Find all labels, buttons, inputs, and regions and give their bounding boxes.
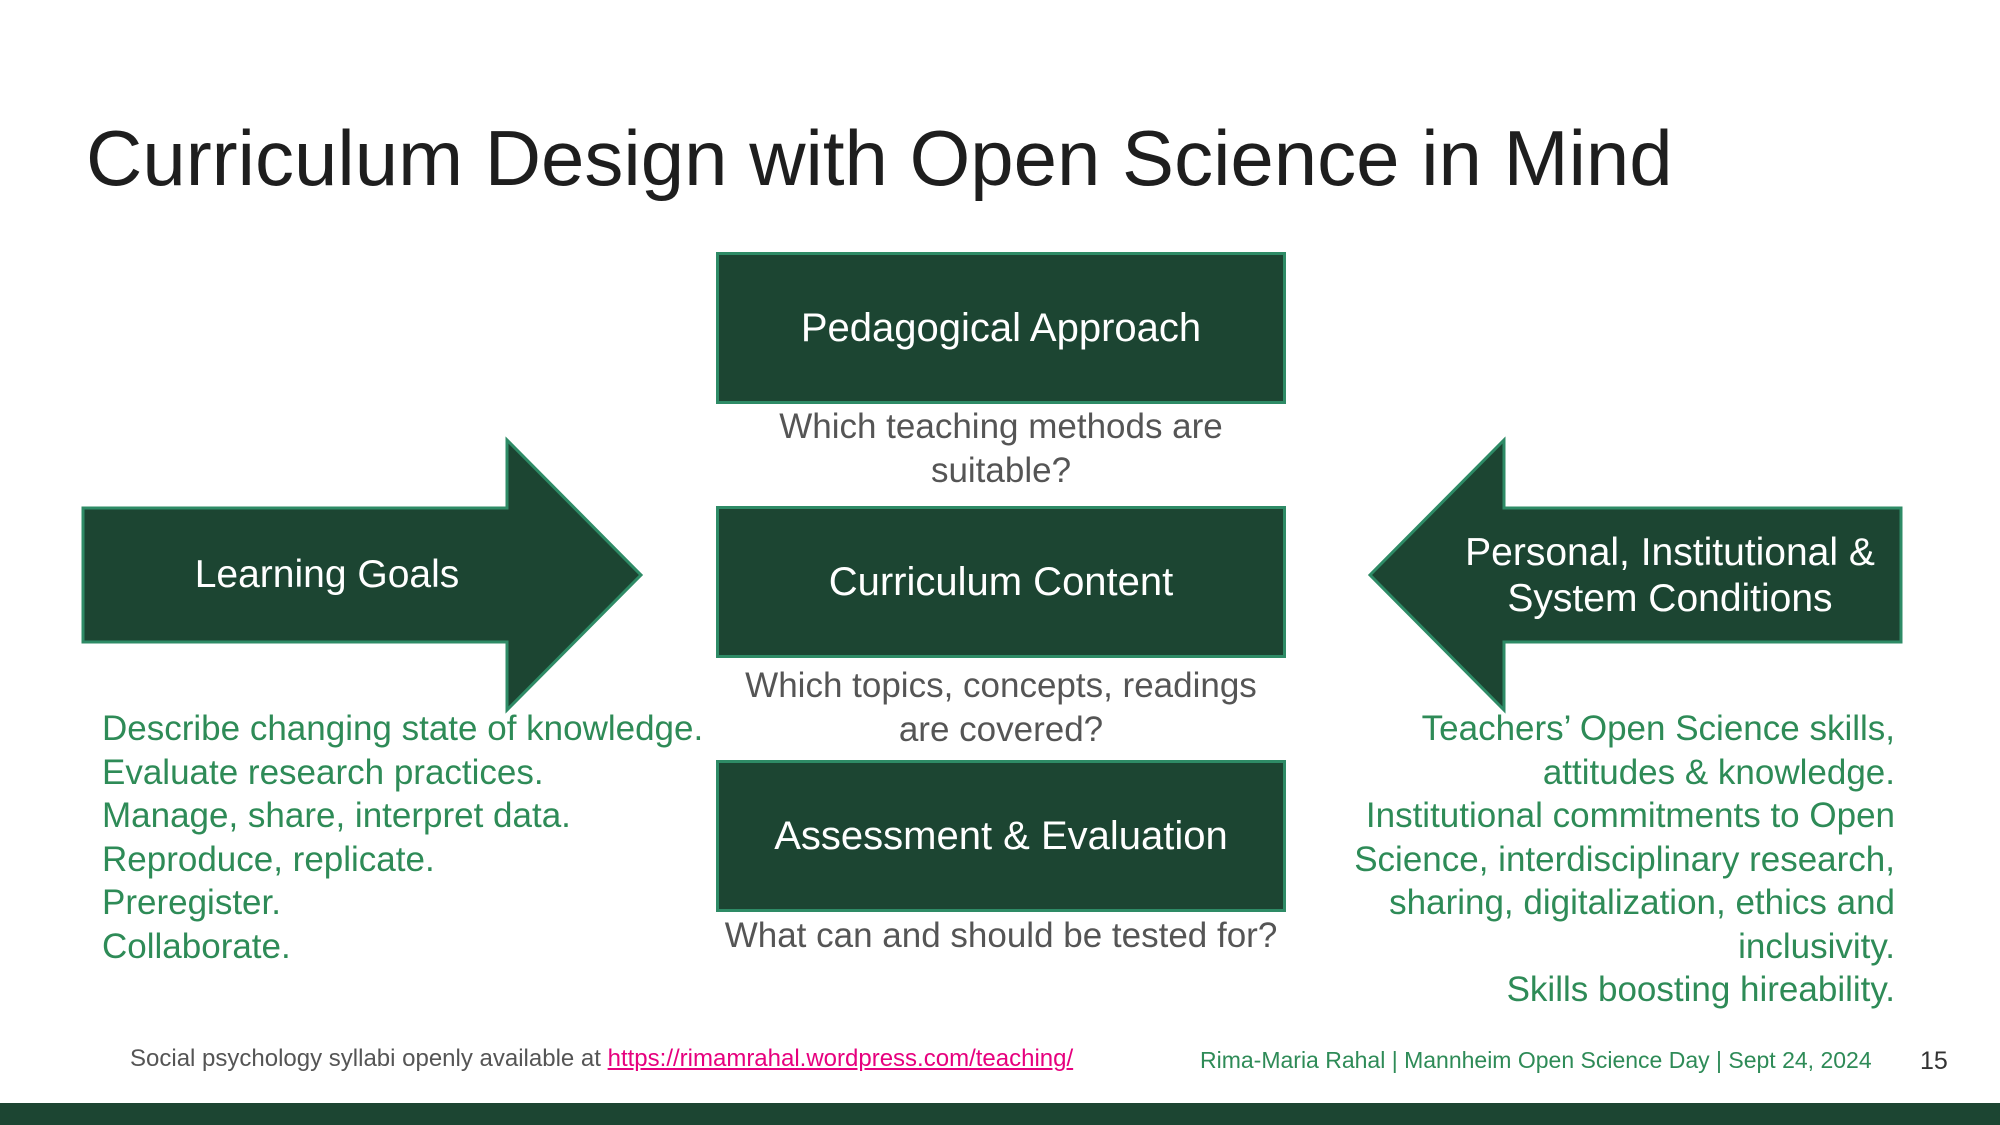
- assessment-evaluation-question: What can and should be tested for?: [724, 916, 1278, 955]
- learning-goal-item: Manage, share, interpret data.: [102, 796, 571, 835]
- learning-goal-item: Reproduce, replicate.: [102, 839, 435, 879]
- pedagogical-approach-question: Which teaching methods are suitable?: [779, 407, 1223, 490]
- conditions-list: Teachers’ Open Science skills, attitudes…: [1330, 707, 1895, 1012]
- presenter-credit: Rima-Maria Rahal | Mannheim Open Science…: [1200, 1047, 1872, 1073]
- learning-goal-item: Describe changing state of knowledge.: [102, 709, 704, 748]
- page-number: 15: [1920, 1047, 1948, 1075]
- slide-title: Curriculum Design with Open Science in M…: [86, 114, 1673, 202]
- curriculum-content-question: Which topics, concepts, readings are cov…: [745, 666, 1257, 749]
- learning-goal-item: Preregister.: [102, 883, 281, 922]
- learning-goal-item: Evaluate research practices.: [102, 752, 544, 792]
- learning-goals-label: Learning Goals: [194, 553, 460, 596]
- curriculum-content-box: Curriculum Content: [716, 506, 1286, 658]
- learning-goal-item: Collaborate.: [102, 926, 291, 966]
- assessment-evaluation-box: Assessment & Evaluation: [716, 760, 1286, 912]
- syllabi-note: Social psychology syllabi openly availab…: [130, 1045, 1073, 1073]
- condition-item: Institutional commitments to Open Scienc…: [1354, 796, 1895, 966]
- condition-item: Teachers’ Open Science skills, attitudes…: [1421, 709, 1895, 792]
- condition-item: Skills boosting hireability.: [1506, 970, 1895, 1009]
- conditions-label: Personal, Institutional & System Conditi…: [1465, 531, 1875, 620]
- footer-bar: [0, 1103, 2000, 1125]
- syllabi-note-text: Social psychology syllabi openly availab…: [130, 1045, 601, 1072]
- syllabi-link[interactable]: https://rimamrahal.wordpress.com/teachin…: [607, 1045, 1074, 1072]
- conditions-arrow: [1367, 436, 1903, 714]
- learning-goals-list: Describe changing state of knowledge. Ev…: [102, 707, 722, 968]
- pedagogical-approach-box: Pedagogical Approach: [716, 252, 1286, 404]
- learning-goals-arrow: [81, 436, 644, 714]
